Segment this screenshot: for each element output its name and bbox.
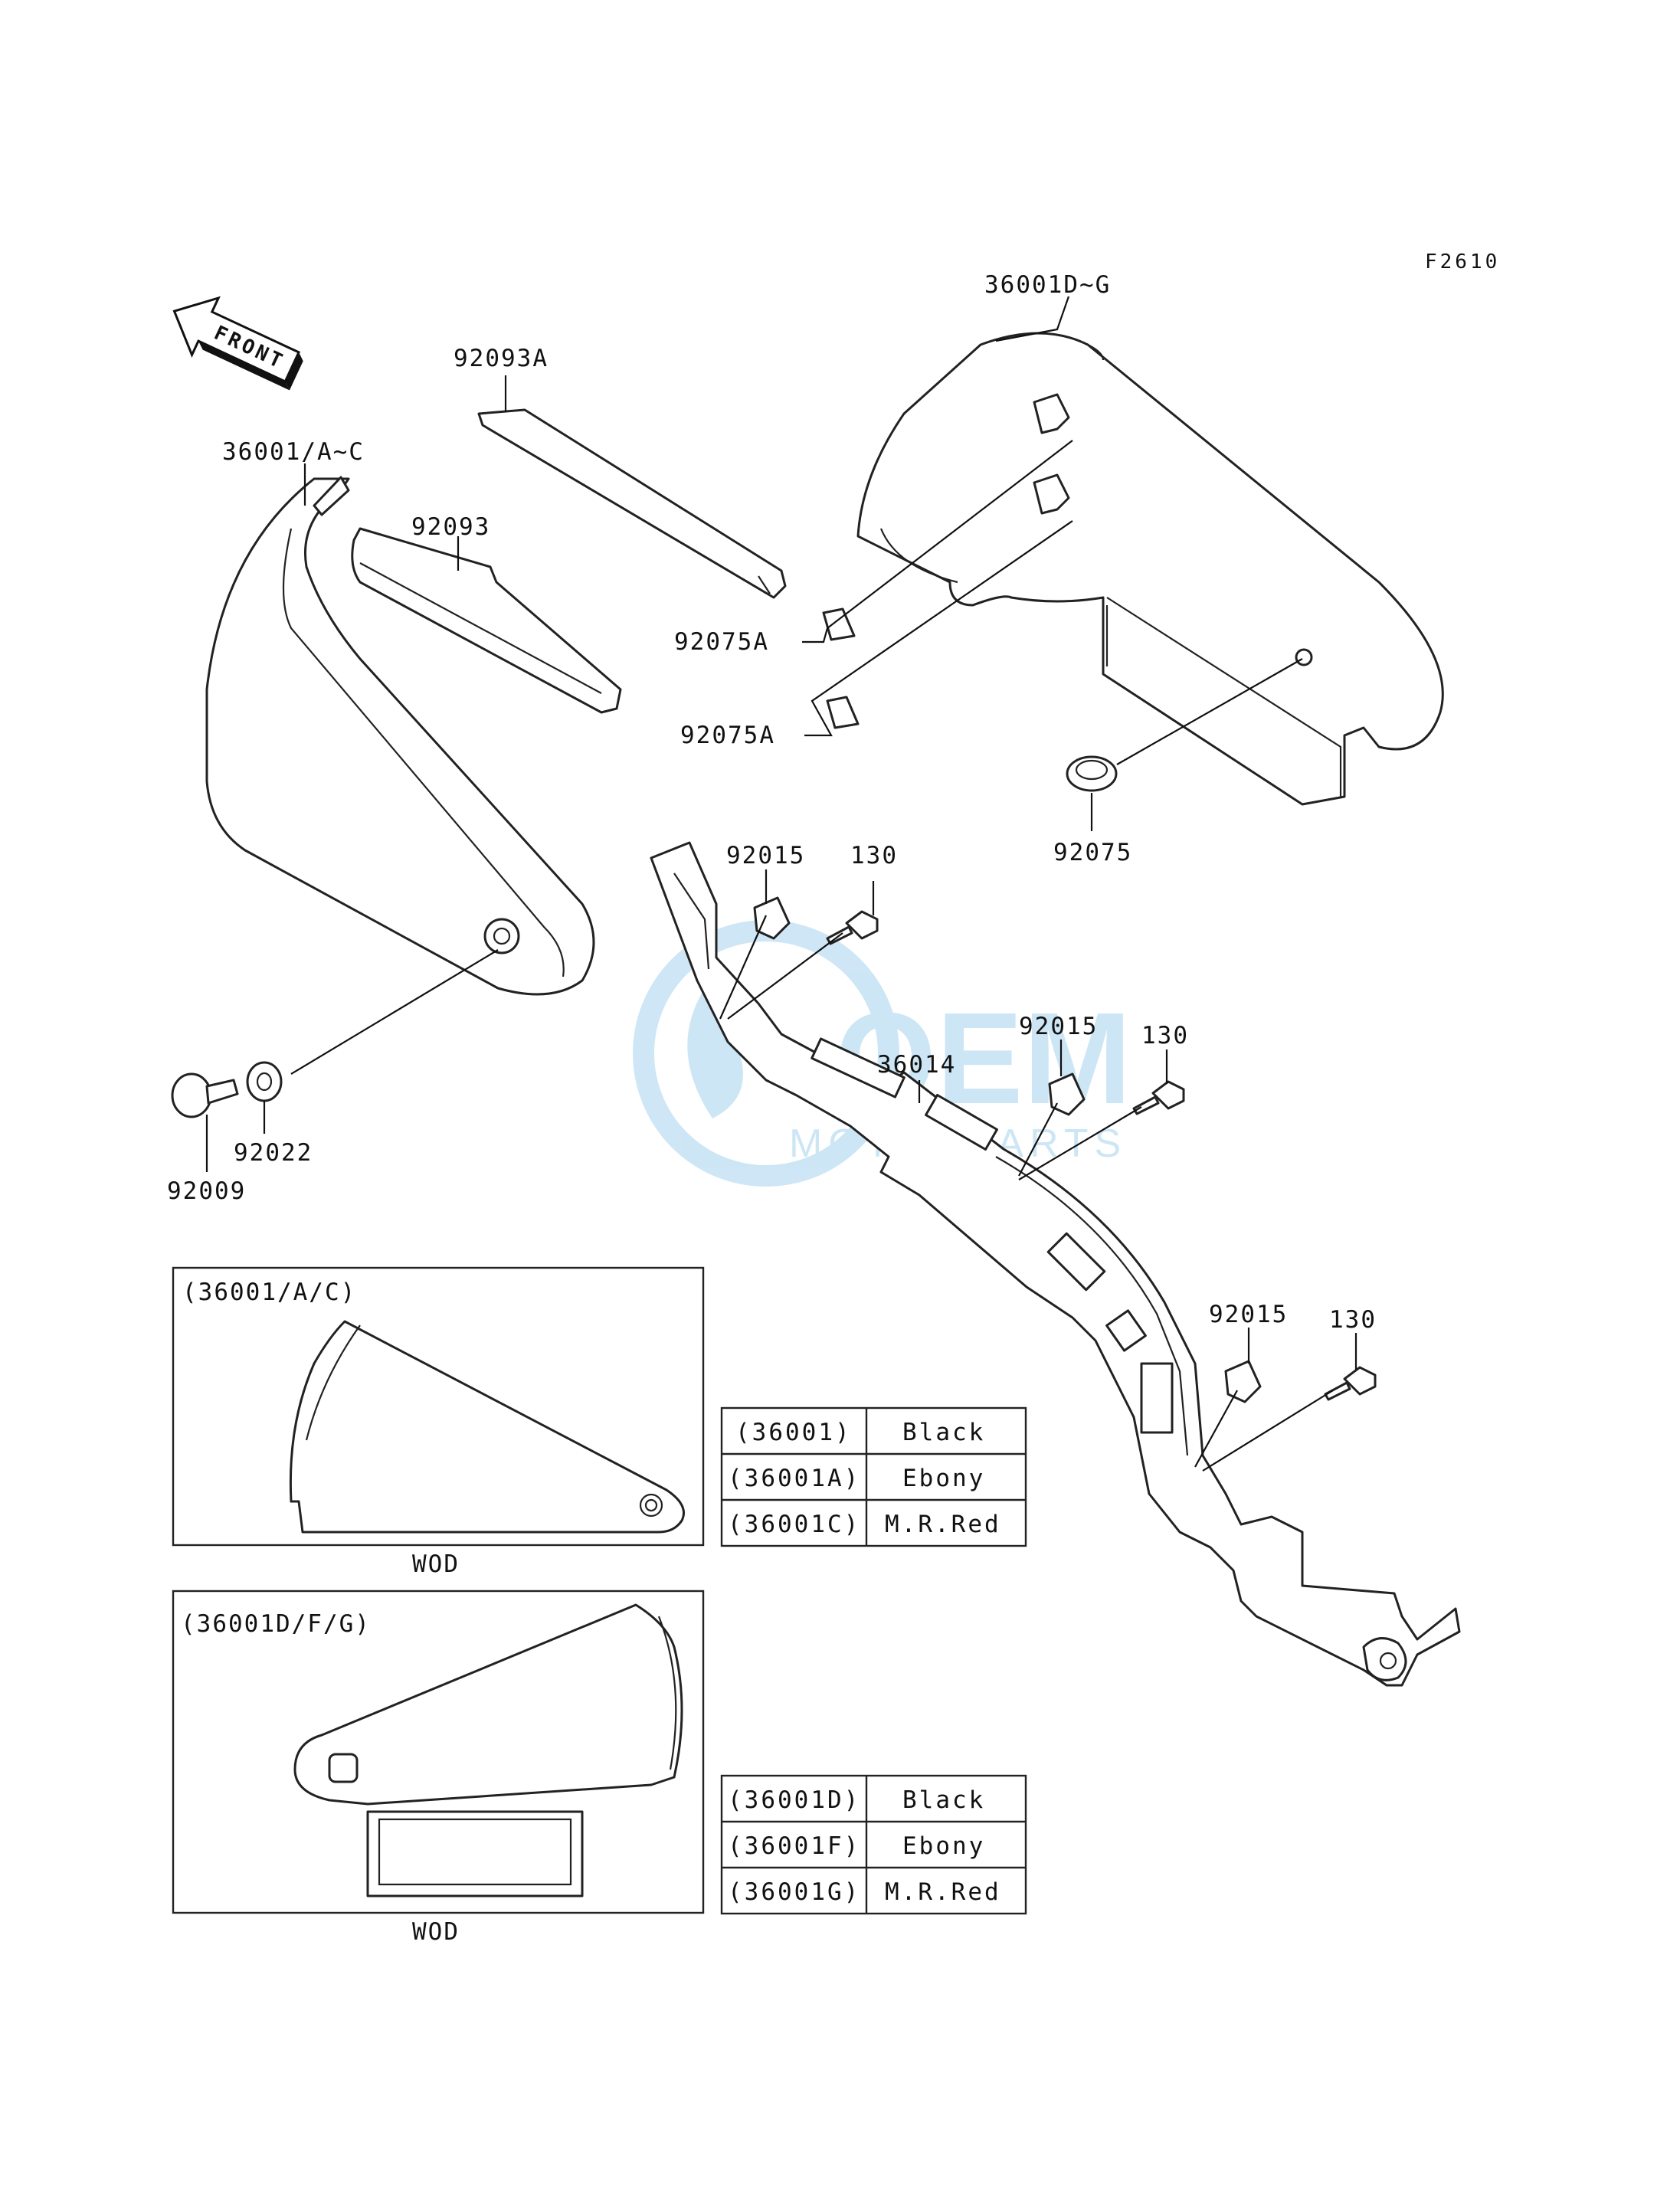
nut-92015-1 xyxy=(753,896,791,940)
table1-color-1: Black xyxy=(902,1419,985,1446)
callout-36001-a-c: 36001/A~C xyxy=(222,438,365,466)
callout-92093a: 92093A xyxy=(454,345,549,372)
bolt-130-2 xyxy=(1132,1080,1185,1115)
nut-92015-2 xyxy=(1048,1072,1086,1116)
bracket-36014 xyxy=(650,841,1461,1687)
table2-color-3: M.R.Red xyxy=(885,1878,1001,1906)
callout-36001d-g: 36001D~G xyxy=(984,271,1111,299)
table1-color-3: M.R.Red xyxy=(885,1511,1001,1538)
callout-labels: 36001D~G 92093A 36001/A~C 92093 92075A 9… xyxy=(167,271,1377,1334)
callout-130-2: 130 xyxy=(1141,1022,1189,1049)
inset-left-title: (36001/A/C) xyxy=(182,1279,356,1306)
table1-color-2: Ebony xyxy=(902,1465,985,1492)
inset-right-title: (36001D/F/G) xyxy=(181,1610,371,1638)
callout-92075: 92075 xyxy=(1053,839,1132,866)
table2-color-2: Ebony xyxy=(902,1832,985,1860)
bolt-130-3 xyxy=(1324,1366,1377,1401)
callout-92093: 92093 xyxy=(411,513,490,541)
callout-92022: 92022 xyxy=(234,1139,313,1167)
table2-color-1: Black xyxy=(902,1786,985,1814)
screw-92009 xyxy=(171,1072,239,1118)
front-arrow-icon: FRONT xyxy=(172,296,303,391)
callout-92075a-1: 92075A xyxy=(674,628,769,656)
table2-code-1: (36001D) xyxy=(728,1786,860,1814)
callout-92009: 92009 xyxy=(167,1177,246,1205)
callout-36014: 36014 xyxy=(877,1051,956,1079)
table2-code-2: (36001F) xyxy=(728,1832,860,1860)
callout-92015-3: 92015 xyxy=(1209,1301,1288,1328)
callout-130-3: 130 xyxy=(1329,1306,1377,1334)
inset-right-cover: (36001D/F/G) WOD xyxy=(172,1590,705,1946)
inset-left-caption: WOD xyxy=(412,1550,460,1578)
grommet-92075 xyxy=(1066,755,1118,792)
nut-92015-3 xyxy=(1224,1360,1262,1403)
callout-92015-2: 92015 xyxy=(1019,1013,1098,1040)
inset-left-cover: (36001/A/C) WOD xyxy=(172,1266,705,1578)
callout-92075a-2: 92075A xyxy=(680,722,775,749)
callout-92015-1: 92015 xyxy=(726,842,805,869)
callout-130-1: 130 xyxy=(850,842,898,869)
color-table-2: (36001D) Black (36001F) Ebony (36001G) M… xyxy=(720,1774,1027,1915)
figure-code: F2610 xyxy=(1425,250,1500,273)
inset-right-caption: WOD xyxy=(412,1918,460,1946)
table1-code-1: (36001) xyxy=(735,1419,852,1446)
clip-92075a-lower xyxy=(826,473,1070,729)
trim-strip-92093 xyxy=(351,527,622,714)
clip-92075a-upper xyxy=(822,393,1070,641)
table2-code-3: (36001G) xyxy=(728,1878,860,1906)
table1-code-3: (36001C) xyxy=(728,1511,860,1538)
leader-lines xyxy=(205,296,1357,1472)
color-table-1: (36001) Black (36001A) Ebony (36001C) M.… xyxy=(720,1406,1027,1547)
washer-92022 xyxy=(246,1061,283,1102)
left-side-cover xyxy=(205,476,595,996)
trim-strip-92093a xyxy=(477,408,787,599)
table1-code-2: (36001A) xyxy=(728,1465,860,1492)
right-side-cover xyxy=(856,332,1444,806)
